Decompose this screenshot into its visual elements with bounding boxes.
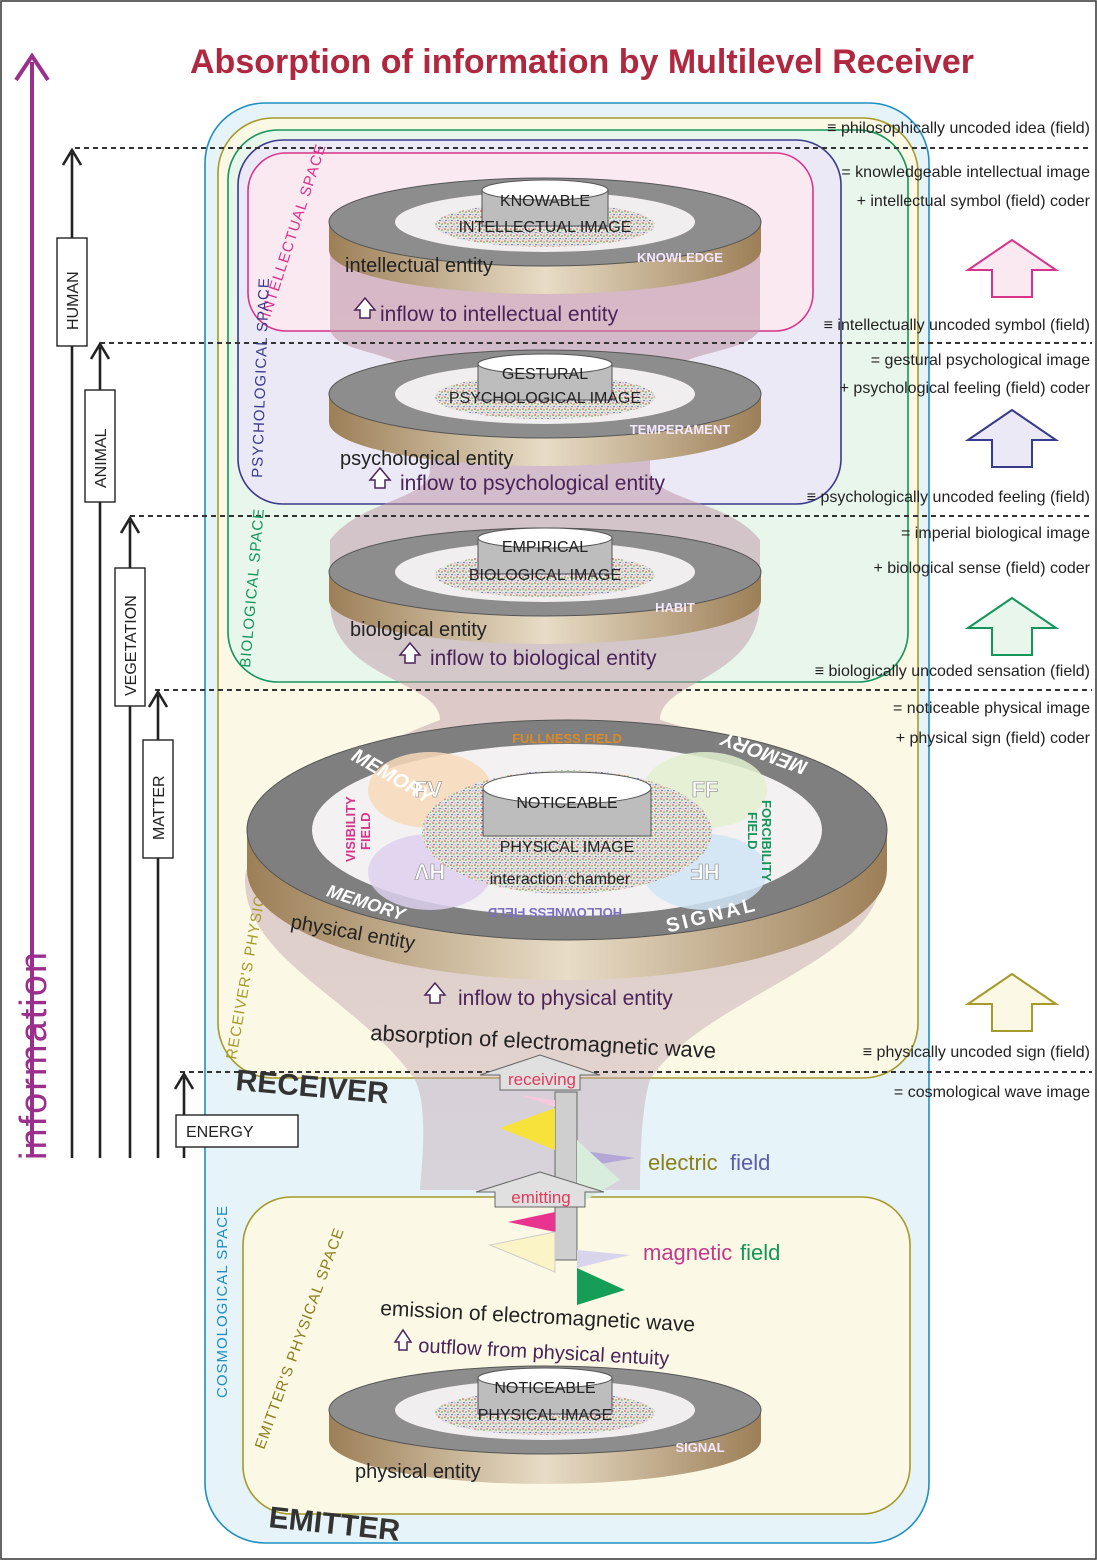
magnetic-wave: magnetic field: [488, 1212, 780, 1305]
receiving-arrow: receiving: [479, 1054, 601, 1091]
right-label-0: ≡ philosophically uncoded idea (field): [827, 120, 1090, 137]
electric-wave: electric field: [500, 1091, 770, 1261]
electric-field-word-2: field: [730, 1150, 770, 1175]
right-labels: ≡ philosophically uncoded idea (field) =…: [807, 120, 1091, 1101]
level-boxes: HUMAN ANIMAL VEGETATION MATTER ENERGY: [56, 237, 299, 1148]
right-label-2: + intellectual symbol (field) coder: [857, 193, 1091, 210]
level-animal: ANIMAL: [93, 428, 110, 488]
emitter-image-label: PHYSICAL IMAGE: [478, 1407, 613, 1424]
physical-up-arrow: [964, 972, 1060, 1032]
emitting-arrow: emitting: [475, 1171, 605, 1208]
receiving-label: receiving: [508, 1070, 576, 1089]
psychological-entity: GESTURAL PSYCHOLOGICAL IMAGE TEMPERAMENT…: [328, 349, 762, 495]
level-vegetation: VEGETATION: [123, 595, 140, 696]
intellectual-top-label: KNOWABLE: [500, 193, 590, 210]
psychological-inflow: inflow to psychological entity: [400, 472, 665, 495]
intellectual-entity: KNOWABLE INTELLECTUAL IMAGE KNOWLEDGE in…: [328, 177, 762, 326]
psychological-entity-name: psychological entity: [340, 448, 513, 470]
right-label-8: + biological sense (field) coder: [873, 560, 1090, 577]
interaction-chamber-label: interaction chamber: [490, 871, 631, 888]
magnetic-field-word-2: field: [740, 1240, 780, 1265]
right-label-9: ≡ biologically uncoded sensation (field): [815, 663, 1090, 680]
information-label: information: [13, 950, 55, 1160]
right-label-13: = cosmological wave image: [894, 1084, 1090, 1101]
level-human: HUMAN: [65, 271, 82, 330]
quadrant-fv: FV: [414, 777, 442, 802]
forcibility-field-label-1: FORCIBILITY: [759, 800, 774, 882]
emitter-ring-label: SIGNAL: [675, 1440, 724, 1455]
right-label-3: ≡ intellectually uncoded symbol (field): [824, 317, 1090, 334]
quadrant-hf: HF: [690, 859, 719, 884]
emitter-entity-name: physical entity: [355, 1461, 481, 1483]
level-energy: ENERGY: [186, 1124, 254, 1141]
electric-field-word: electric: [648, 1150, 718, 1175]
level-lines: [75, 147, 1092, 1073]
hollowness-field-label: HOLLOWNESS FIELD: [488, 905, 622, 920]
psychological-space-label: PSYCHOLOGICAL SPACE: [249, 277, 273, 478]
intellectual-image-label: INTELLECTUAL IMAGE: [459, 219, 632, 236]
level-up-arrows: [964, 238, 1060, 1032]
psychological-ring-label: TEMPERAMENT: [630, 422, 730, 437]
emitter-entity: NOTICEABLE PHYSICAL IMAGE SIGNAL physica…: [328, 1365, 762, 1484]
forcibility-field-label-2: FIELD: [745, 812, 760, 850]
biological-ring-label: HABIT: [655, 600, 695, 615]
emitting-label: emitting: [511, 1188, 571, 1207]
quadrant-ff: FF: [692, 777, 719, 802]
physical-top-label: NOTICEABLE: [516, 795, 617, 812]
physical-image-label: PHYSICAL IMAGE: [500, 839, 635, 856]
right-label-6: ≡ psychologically uncoded feeling (field…: [807, 489, 1090, 506]
intellectual-up-arrow: [964, 238, 1060, 298]
intellectual-ring-label: KNOWLEDGE: [637, 250, 723, 265]
cosmological-space-label: COSMOLOGICAL SPACE: [214, 1205, 231, 1398]
level-matter: MATTER: [151, 775, 168, 840]
biological-image-label: BIOLOGICAL IMAGE: [469, 567, 621, 584]
biological-inflow: inflow to biological entity: [430, 647, 657, 670]
biological-up-arrow: [964, 596, 1060, 656]
right-label-12: ≡ physically uncoded sign (field): [863, 1044, 1090, 1061]
biological-entity-name: biological entity: [350, 619, 487, 641]
fullness-field-label: FULLNESS FIELD: [512, 731, 622, 746]
right-label-11: + physical sign (field) coder: [896, 730, 1091, 747]
magnetic-field-word: magnetic: [643, 1240, 732, 1265]
physical-inflow: inflow to physical entity: [458, 987, 673, 1010]
right-label-10: = noticeable physical image: [893, 700, 1090, 717]
right-label-4: = gestural psychological image: [871, 352, 1090, 369]
biological-top-label: EMPIRICAL: [502, 539, 588, 556]
visibility-field-label-2: FIELD: [358, 812, 373, 850]
psychological-up-arrow: [964, 408, 1060, 468]
quadrant-hv: HV: [414, 859, 445, 884]
right-label-1: = knowledgeable intellectual image: [841, 164, 1090, 181]
emitter-top-label: NOTICEABLE: [494, 1380, 595, 1397]
right-label-7: = imperial biological image: [901, 525, 1090, 542]
page-title: Absorption of information by Multilevel …: [190, 43, 974, 81]
biological-entity: EMPIRICAL BIOLOGICAL IMAGE HABIT biologi…: [328, 527, 762, 670]
intellectual-inflow: inflow to intellectual entity: [380, 303, 619, 326]
information-axis: information: [13, 52, 55, 1160]
visibility-field-label-1: VISIBILITY: [343, 796, 358, 862]
psychological-top-label: GESTURAL: [502, 366, 588, 383]
right-label-5: + psychological feeling (field) coder: [840, 380, 1091, 397]
psychological-image-label: PSYCHOLOGICAL IMAGE: [449, 390, 641, 407]
intellectual-entity-name: intellectual entity: [345, 255, 493, 277]
